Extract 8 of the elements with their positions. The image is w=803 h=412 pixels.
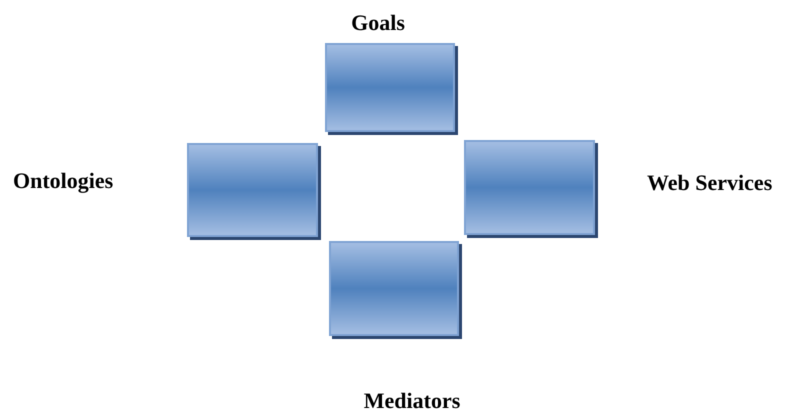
node-label: Web Services [647,170,772,196]
node-label: Ontologies [13,168,114,194]
process-box [464,140,595,235]
node-label: Goals [351,10,405,36]
process-box [187,143,318,237]
node-label: Mediators [364,388,460,412]
process-box [329,241,459,336]
process-box [325,43,455,132]
